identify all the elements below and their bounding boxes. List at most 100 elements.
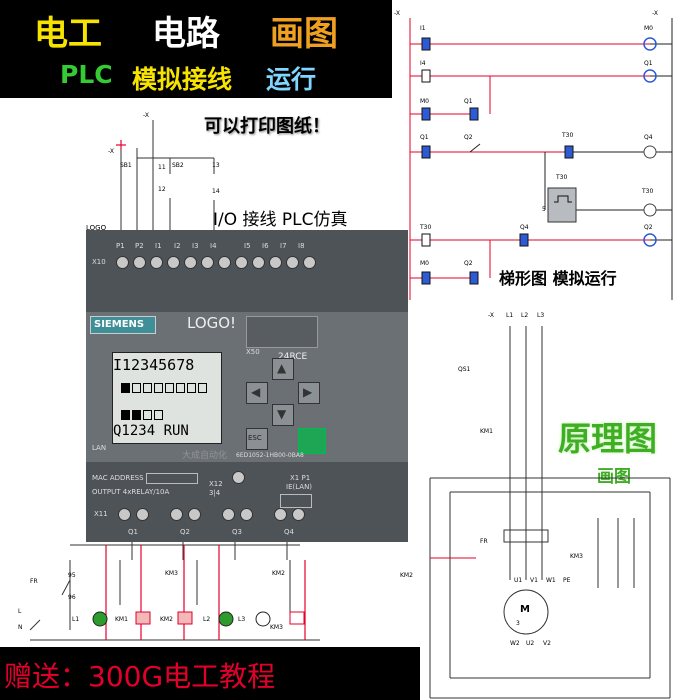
schematic-km2: KM2 <box>400 572 413 579</box>
schematic-line-l1: L1 <box>506 312 514 319</box>
output-screw[interactable] <box>188 508 201 521</box>
io-label-l3: L3 <box>238 616 246 623</box>
left-arrow-button[interactable]: ◀ <box>246 382 268 404</box>
x12-label: X12 <box>209 480 223 488</box>
terminal-screw[interactable] <box>235 256 248 269</box>
esc-button[interactable]: ESC <box>246 428 268 450</box>
schematic-km3: KM3 <box>570 553 583 560</box>
terminal-label: I5 <box>244 242 251 250</box>
io-label-km3: KM3 <box>165 570 178 577</box>
terminal-screw[interactable] <box>252 256 265 269</box>
plc-logo-label: LOGO <box>86 224 107 232</box>
schematic-w2: W2 <box>510 640 520 647</box>
io-label-95: 95 <box>68 572 76 579</box>
io-label-km3b: KM3 <box>270 624 283 631</box>
terminal-screw[interactable] <box>201 256 214 269</box>
ethernet-port[interactable] <box>280 494 312 508</box>
ladder-minus-x-right: -X <box>652 10 658 17</box>
x12-port-screw[interactable] <box>232 471 245 484</box>
output-label-q3: Q3 <box>232 528 242 536</box>
ladder-contact-label: T30 <box>420 224 432 231</box>
ladder-timer-label: T30 <box>556 174 568 181</box>
io-wiring-diagram <box>29 120 320 641</box>
output-screw[interactable] <box>136 508 149 521</box>
ladder-timer-value: 5 <box>542 206 546 213</box>
terminal-label: I1 <box>155 242 162 250</box>
down-arrow-button[interactable]: ▼ <box>272 404 294 426</box>
terminal-screw[interactable] <box>116 256 129 269</box>
terminal-label: I3 <box>192 242 199 250</box>
plc-lcd-display: I12345678 Q1234 RUN <box>112 352 222 444</box>
terminal-screw[interactable] <box>184 256 197 269</box>
ladder-contact-label: Q2 <box>464 260 473 267</box>
schematic-u2: U2 <box>526 640 535 647</box>
output-label-q4: Q4 <box>284 528 294 536</box>
schematic-km1: KM1 <box>480 428 493 435</box>
io-label-l2: L2 <box>203 616 211 623</box>
schematic-qs1: QS1 <box>458 366 471 373</box>
terminal-label: I8 <box>298 242 305 250</box>
terminal-label: P1 <box>116 242 125 250</box>
output-screw[interactable] <box>118 508 131 521</box>
terminal-label: I4 <box>210 242 217 250</box>
io-label-sb1: SB1 <box>120 162 132 169</box>
up-arrow-button[interactable]: ▲ <box>272 358 294 380</box>
x50-label: X50 <box>246 348 260 356</box>
ladder-contact-label: Q4 <box>520 224 529 231</box>
terminal-screw[interactable] <box>286 256 299 269</box>
lcd-input-status <box>121 378 207 397</box>
ladder-diagram <box>409 18 673 300</box>
lcd-outputs-line: Q1234 RUN <box>113 423 189 439</box>
terminal-label: P2 <box>135 242 144 250</box>
io-label-12: 12 <box>158 186 166 193</box>
ladder-coil-label: Q4 <box>644 134 653 141</box>
terminal-screw[interactable] <box>150 256 163 269</box>
io-label-n: N <box>18 624 23 631</box>
schematic-v1: V1 <box>530 577 538 584</box>
schematic-u1: U1 <box>514 577 523 584</box>
schematic-w1: W1 <box>546 577 556 584</box>
variant-label: 24RCE <box>278 352 308 362</box>
io-label-l1: L1 <box>72 616 80 623</box>
ladder-coil-label: Q1 <box>644 60 653 67</box>
ladder-coil-label: T30 <box>642 188 654 195</box>
mac-label: MAC ADDRESS <box>92 474 144 482</box>
ladder-callout: 梯形图 模拟运行 <box>497 265 619 289</box>
output-screw[interactable] <box>240 508 253 521</box>
output-screw[interactable] <box>274 508 287 521</box>
io-label-sb2: SB2 <box>172 162 184 169</box>
terminal-screw[interactable] <box>303 256 316 269</box>
io-label-minus-x: -X <box>108 148 114 155</box>
terminal-label: I2 <box>174 242 181 250</box>
plc-output-block <box>86 462 408 542</box>
ladder-coil-label: M0 <box>644 25 653 32</box>
banner-word-run: 运行 <box>266 65 317 94</box>
ladder-contact-label: M0 <box>420 260 429 267</box>
terminal-screw[interactable] <box>167 256 180 269</box>
banner-word-circuit: 电路 <box>152 14 220 54</box>
ladder-contact-label: I1 <box>420 25 426 32</box>
io-label-13: 13 <box>212 162 220 169</box>
ie-lan-label: IE(LAN) <box>286 483 313 491</box>
ok-button[interactable] <box>298 428 326 454</box>
part-number: 6ED1052-1HB00-0BA8 <box>236 452 304 459</box>
io-label-km1: KM1 <box>115 616 128 623</box>
schematic-pe: PE <box>563 577 571 584</box>
x1p1-label: X1 P1 <box>290 474 311 482</box>
terminal-screw[interactable] <box>218 256 231 269</box>
mac-field <box>146 473 198 484</box>
ladder-coil-label: Q2 <box>644 224 653 231</box>
output-screw[interactable] <box>170 508 183 521</box>
motor-m-label: M <box>520 604 530 615</box>
io-callout: I/O 接线 PLC仿真 <box>213 210 348 230</box>
output-screw[interactable] <box>222 508 235 521</box>
io-label-96: 96 <box>68 594 76 601</box>
logo-model: LOGO! <box>187 314 237 332</box>
ladder-contact-label: Q2 <box>464 134 473 141</box>
output-screw[interactable] <box>292 508 305 521</box>
terminal-screw[interactable] <box>269 256 282 269</box>
io-label-minus-x-top: -X <box>143 112 149 119</box>
right-arrow-button[interactable]: ▶ <box>298 382 320 404</box>
terminal-screw[interactable] <box>133 256 146 269</box>
watermark: 大成自动化 <box>182 451 228 461</box>
